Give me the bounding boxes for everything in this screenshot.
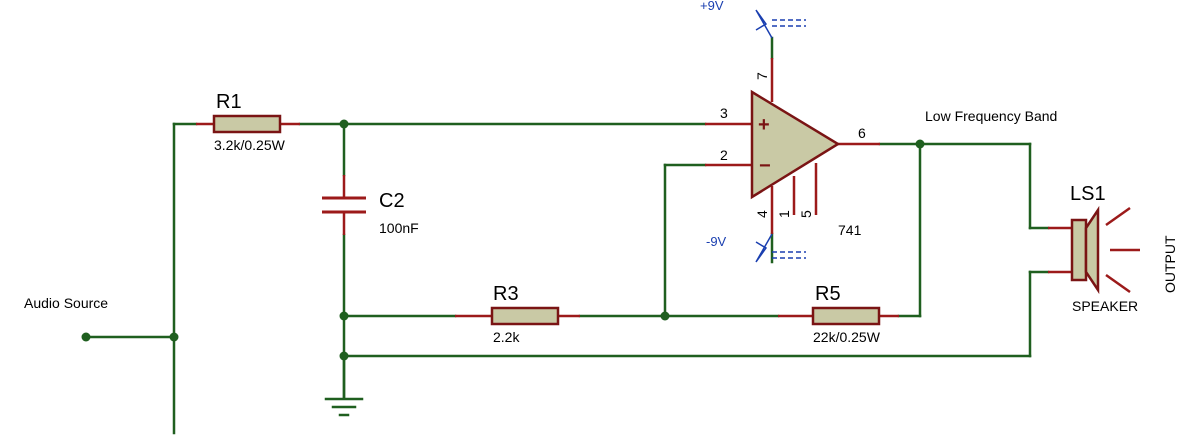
c2-value: 100nF — [379, 220, 419, 236]
c2-ref: C2 — [379, 190, 405, 212]
power-arrow-icon — [755, 233, 773, 263]
speaker-cone — [1084, 205, 1100, 295]
power-rail-positive: +9V — [700, 0, 806, 39]
pin-5-label: 5 — [798, 210, 814, 218]
junction-dot — [660, 311, 670, 321]
pin-1-label: 1 — [776, 210, 792, 218]
opamp-value: 741 — [838, 222, 862, 238]
r3-value: 2.2k — [493, 329, 520, 345]
junction-dot — [339, 311, 349, 321]
power-rail-negative: -9V — [706, 233, 806, 263]
pin-3-label: 3 — [720, 105, 728, 121]
junction-dot — [339, 119, 349, 129]
pin-2-label: 2 — [720, 147, 728, 163]
vpos-label: +9V — [700, 0, 724, 13]
opamp-triangle — [750, 89, 841, 200]
opamp-741: + − 3 2 6 7 4 1 5 741 — [705, 58, 880, 238]
r1-ref: R1 — [216, 91, 242, 113]
opamp-plus-sign: + — [758, 114, 770, 136]
resistor-body — [490, 306, 560, 326]
resistor-r3: R3 2.2k — [455, 283, 580, 345]
resistor-r5: R5 22k/0.25W — [778, 283, 899, 345]
junction-dot — [915, 139, 925, 149]
r1-value: 3.2k/0.25W — [214, 137, 286, 153]
output-label: OUTPUT — [1162, 235, 1178, 293]
capacitor-c2: C2 100nF — [322, 175, 419, 236]
junction-dot — [169, 332, 179, 342]
pin-6-label: 6 — [858, 125, 866, 141]
resistor-body — [212, 114, 282, 134]
ls1-ref: LS1 — [1070, 183, 1106, 205]
speaker-ls1: LS1 SPEAKER OUTPUT — [1048, 183, 1178, 314]
vneg-label: -9V — [706, 234, 727, 249]
r5-value: 22k/0.25W — [813, 329, 881, 345]
junction-dot — [81, 332, 91, 342]
input-label: Audio Source — [24, 295, 108, 311]
ls1-value: SPEAKER — [1072, 298, 1138, 314]
pin-7-label: 7 — [754, 72, 770, 80]
net-label-low-frequency-band: Low Frequency Band — [925, 108, 1057, 124]
r5-ref: R5 — [815, 283, 841, 305]
ground-symbol-icon — [324, 354, 364, 417]
resistor-r1: R1 3.2k/0.25W — [196, 91, 300, 153]
resistor-body — [811, 306, 881, 326]
speaker-coil — [1070, 218, 1088, 282]
power-arrow-icon — [755, 9, 773, 39]
sound-wave-icon — [1105, 206, 1131, 227]
r3-ref: R3 — [493, 283, 519, 305]
opamp-minus-sign: − — [759, 155, 771, 177]
junctions — [81, 119, 925, 361]
pin-4-label: 4 — [754, 210, 770, 218]
